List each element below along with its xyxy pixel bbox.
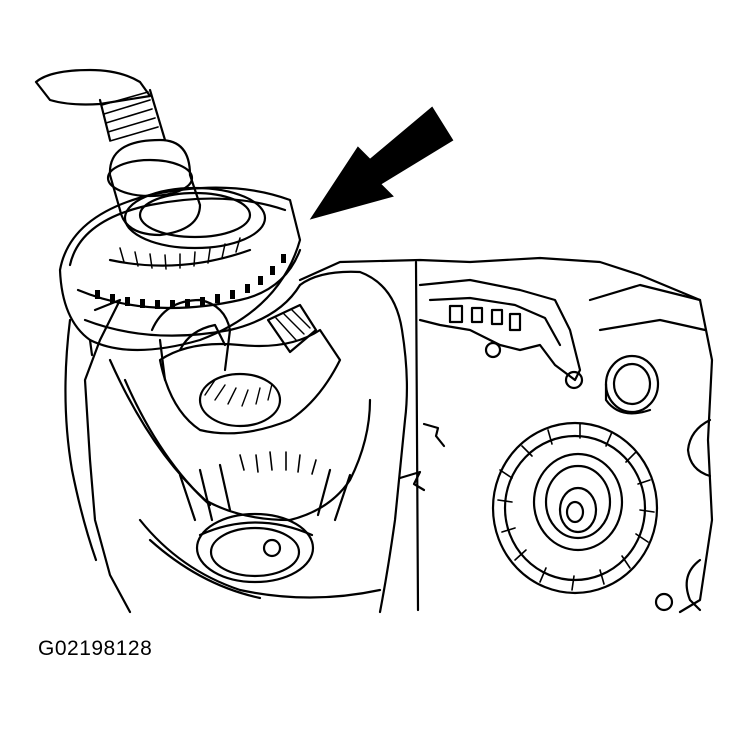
lower-gear <box>178 451 352 584</box>
hand-icon <box>34 68 152 106</box>
differential-gears <box>158 303 342 435</box>
technical-illustration <box>34 68 714 614</box>
figure-code: G02198128 <box>38 637 153 660</box>
ring-seal <box>604 354 660 415</box>
retaining-clips <box>398 422 446 492</box>
arrow-icon <box>309 106 454 220</box>
case-channel-detail <box>418 278 707 390</box>
transaxle-case <box>64 256 714 614</box>
input-shaft <box>98 88 202 237</box>
case-bolt-bosses <box>654 418 712 612</box>
bearing-housing <box>491 421 659 595</box>
gear-assembly <box>58 186 302 382</box>
